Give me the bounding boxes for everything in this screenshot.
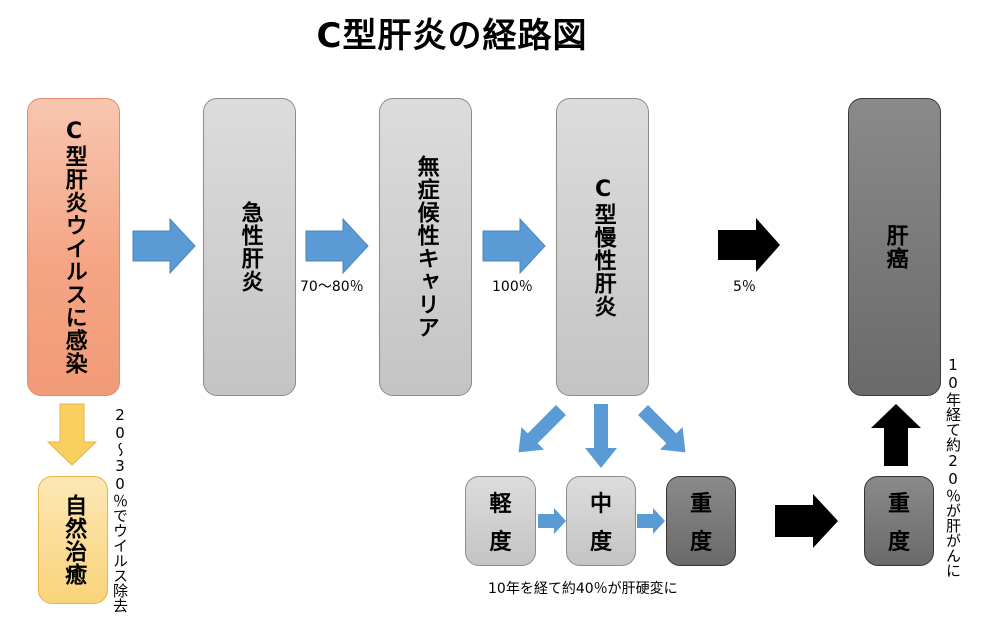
acute-hepatitis-box: 急性肝炎 [203,98,296,396]
severe-stage-char-1: 重 [689,492,712,517]
virus-infection-box: C型肝炎ウイルスに感染 [27,98,120,396]
moderate-stage-char-2: 度 [589,530,612,555]
cirrhosis-rate-label: 10年を経て約40％が肝硬変に [488,581,678,597]
natural-cure-rate-label: 20～30％でウイルス除去 [111,406,129,613]
severe-stage-box: 重 度 [666,476,736,566]
blue-arrow-right-icon [305,217,369,275]
yellow-arrow-down-icon [46,403,98,466]
chronic-hepatitis-box: C型慢性肝炎 [556,98,649,396]
diagram-title: C型肝炎の経路図 [316,16,588,56]
carrier-rate-label: 70～80％ [300,279,364,295]
blue-arrow-down-left-icon [518,405,566,453]
blue-arrow-small-right-icon [538,508,566,534]
blue-arrow-down-right-icon [638,405,686,453]
blue-arrow-small-right-icon [637,508,665,534]
severe-stage-char-2: 度 [689,530,712,555]
blue-arrow-down-icon [585,404,617,468]
acute-hepatitis-label: 急性肝炎 [237,201,263,293]
severe-cirrhosis-char-1: 重 [887,492,910,517]
mild-stage-char-2: 度 [489,530,512,555]
liver-cancer-box: 肝癌 [848,98,941,396]
virus-infection-label: C型肝炎ウイルスに感染 [61,119,87,375]
severe-cirrhosis-box: 重 度 [864,476,934,566]
mild-stage-char-1: 軽 [489,492,512,517]
black-arrow-up-icon [871,404,921,466]
blue-arrow-right-icon [132,217,196,275]
asymptomatic-carrier-label: 無症候性キャリア [413,155,439,339]
black-arrow-right-icon [718,218,780,272]
chronic-hepatitis-label: C型慢性肝炎 [590,176,616,318]
black-arrow-right-icon [775,494,838,548]
natural-cure-box: 自然治癒 [38,476,108,604]
cancer-rate-label: 5％ [733,279,756,295]
cirrhosis-cancer-rate-label: 10年経て約20％が肝がんに [944,356,962,578]
chronic-rate-label: 100％ [492,279,533,295]
liver-cancer-label: 肝癌 [882,224,908,270]
mild-stage-box: 軽 度 [465,476,536,566]
moderate-stage-box: 中 度 [566,476,636,566]
natural-cure-label: 自然治癒 [61,494,87,586]
moderate-stage-char-1: 中 [589,492,612,517]
blue-arrow-right-icon [482,217,546,275]
severe-cirrhosis-char-2: 度 [887,530,910,555]
asymptomatic-carrier-box: 無症候性キャリア [379,98,472,396]
